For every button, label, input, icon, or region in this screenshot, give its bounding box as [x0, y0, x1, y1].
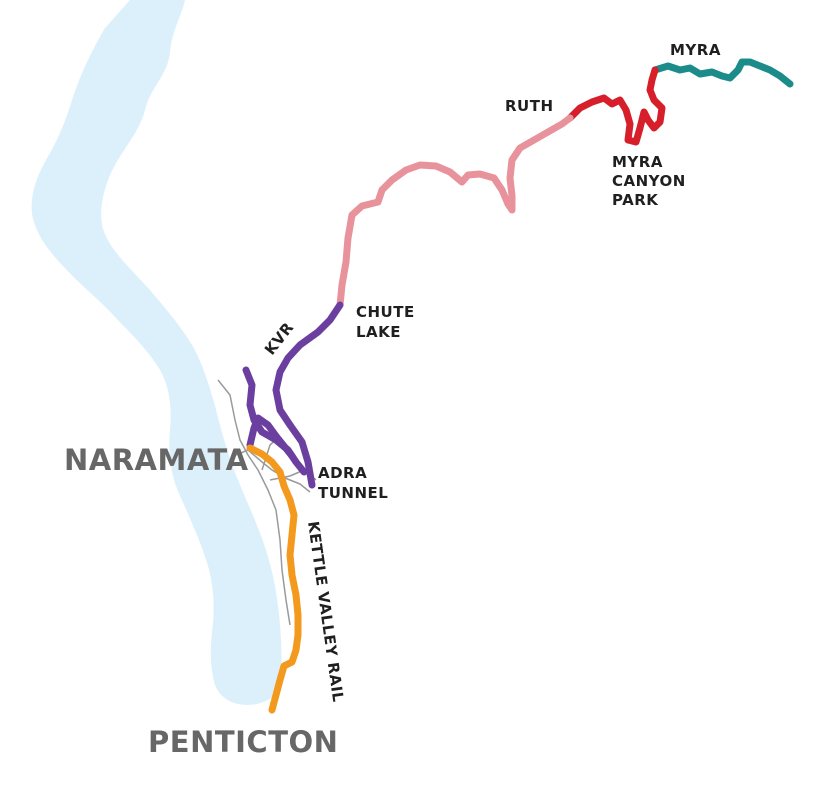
label-adra-tunnel: ADRA TUNNEL	[318, 464, 388, 502]
route-myra-segment	[651, 58, 794, 88]
route-kvr-segment	[272, 301, 344, 489]
label-ruth: RUTH	[505, 97, 554, 115]
label-kettle-valley-rail: KETTLE VALLEY RAIL	[304, 520, 347, 703]
label-line: MYRA	[612, 153, 663, 171]
route-kettle-valley-rail-segment	[246, 444, 302, 714]
label-line: LAKE	[356, 323, 401, 341]
route-myra-canyon-segment	[566, 66, 666, 146]
okanagan-lake	[31, 0, 282, 705]
route-ruth-chute-segment	[336, 114, 574, 309]
label-myra: MYRA	[670, 41, 721, 59]
label-naramata: NARAMATA	[64, 443, 249, 477]
label-line: TUNNEL	[318, 484, 388, 502]
label-line: ADRA	[318, 464, 367, 482]
label-line: CANYON	[612, 172, 686, 190]
label-penticton: PENTICTON	[148, 725, 338, 759]
label-line: CHUTE	[356, 303, 415, 321]
route-kvr-connector	[246, 414, 296, 460]
label-line: PARK	[612, 191, 659, 209]
label-myra-canyon-park: MYRA CANYON PARK	[612, 153, 692, 209]
label-chute-lake: CHUTE LAKE	[356, 303, 420, 341]
road	[217, 379, 291, 626]
